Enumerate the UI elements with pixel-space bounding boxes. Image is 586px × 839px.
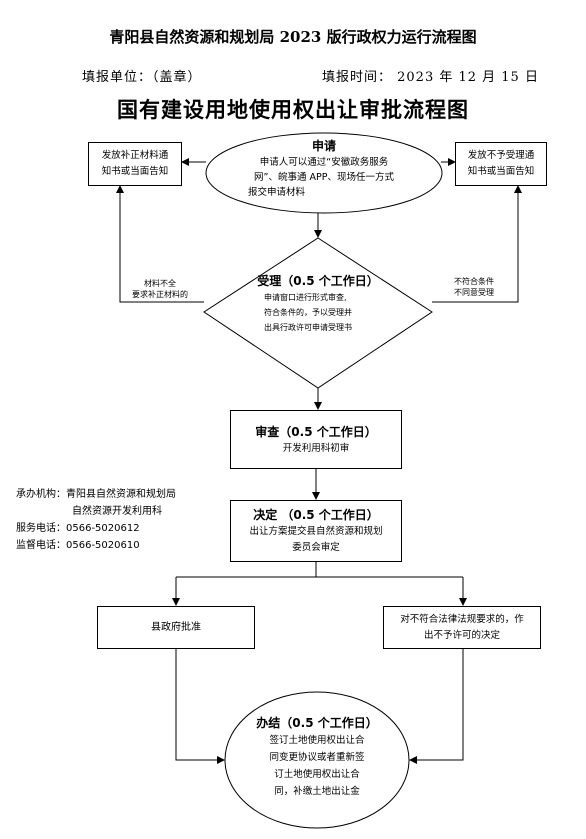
decide-line2: 委员会审定: [292, 542, 340, 553]
accept-line2: 符合条件的，予以受理并: [264, 308, 352, 317]
decide-title: 决定 （0.5 个工作日）: [253, 508, 379, 522]
page-title: 青阳县自然资源和规划局 2023 版行政权力运行流程图: [109, 28, 477, 46]
left-notice-box: 发放补正材料通 知书或当面告知: [88, 142, 182, 186]
contact-service-label: 服务电话：: [16, 523, 66, 534]
right-notice-box: 发放不予受理通 知书或当面告知: [455, 142, 547, 186]
right-edge-label: 不符合条件 不同意受理: [432, 276, 516, 298]
decide-line1: 出让方案提交县自然资源和规划: [249, 526, 383, 537]
left-edge-line2: 要求补正材料的: [132, 290, 188, 299]
contact-supervise: 监督电话：0566-5020610: [16, 537, 140, 555]
left-notice-line2: 知书或当面告知: [101, 166, 169, 177]
apply-line3: 报交申请材料: [248, 187, 306, 198]
accept-title: 受理（0.5 个工作日）: [257, 274, 379, 288]
conclude-line3: 订土地使用权出让合: [274, 769, 360, 780]
right-edge-line1: 不符合条件: [454, 277, 494, 286]
apply-line2: 网”、皖事通 APP、现场任一方式: [254, 172, 394, 183]
reject-box: 对不符合法律法规要求的，作 出不予许可的决定: [383, 606, 541, 649]
apply-node: 申请 申请人可以通过“安徽政务服务 网”、皖事通 APP、现场任一方式 报交申请…: [226, 137, 422, 200]
contact-supervise-label: 监督电话：: [16, 540, 66, 551]
fill-date-label: 填报时间： 2023 年 12 月 15 日: [322, 70, 539, 85]
review-box: 审查（0.5 个工作日） 开发利用科初审: [230, 410, 402, 469]
accept-line3: 出具行政许可申请受理书: [264, 323, 352, 332]
conclude-line4: 同，补缴土地出让金: [274, 786, 360, 797]
contact-supervise-phone: 0566-5020610: [66, 540, 140, 551]
conclude-title: 办结（0.5 个工作日）: [256, 716, 378, 730]
right-notice-line1: 发放不予受理通: [467, 150, 535, 161]
accept-node: 受理（0.5 个工作日） 申请窗口进行形式审查, 符合条件的，予以受理并 出具行…: [248, 272, 388, 335]
reject-line1: 对不符合法律法规要求的，作: [400, 613, 524, 625]
contact-org: 承办机构：青阳县自然资源和规划局: [16, 486, 176, 504]
contact-org-label: 承办机构：: [16, 489, 66, 500]
contact-org-line2: 自然资源开发利用科: [72, 506, 162, 517]
conclude-line2: 同变更协议或者重新签: [269, 752, 365, 763]
contact-org-line1: 青阳县自然资源和规划局: [66, 489, 176, 500]
contact-service-phone: 0566-5020612: [66, 523, 140, 534]
apply-line1: 申请人可以通过“安徽政务服务: [259, 157, 389, 168]
conclude-line1: 签订土地使用权出让合: [269, 735, 365, 746]
left-edge-line1: 材料不全: [144, 279, 176, 288]
left-edge-label: 材料不全 要求补正材料的: [118, 278, 202, 300]
contact-service: 服务电话：0566-5020612: [16, 520, 140, 538]
decide-box: 决定 （0.5 个工作日） 出让方案提交县自然资源和规划 委员会审定: [230, 500, 402, 562]
fill-unit-label: 填报单位：（盖章）: [82, 70, 202, 85]
review-line1: 开发利用科初审: [282, 442, 350, 454]
reject-line2: 出不予许可的决定: [423, 629, 500, 641]
apply-ellipse: [205, 132, 443, 214]
accept-line1: 申请窗口进行形式审查,: [264, 293, 347, 302]
diagram-subtitle: 国有建设用地使用权出让审批流程图: [117, 98, 469, 122]
approve-box: 县政府批准: [97, 606, 255, 649]
conclude-node: 办结（0.5 个工作日） 签订土地使用权出让合 同变更协议或者重新签 订土地使用…: [242, 714, 392, 800]
apply-title: 申请: [311, 139, 336, 153]
approve-label: 县政府批准: [151, 622, 201, 633]
right-edge-line2: 不同意受理: [454, 288, 494, 297]
left-notice-line1: 发放补正材料通: [101, 150, 169, 161]
right-notice-line2: 知书或当面告知: [467, 166, 535, 177]
review-title: 审查（0.5 个工作日）: [255, 424, 377, 439]
